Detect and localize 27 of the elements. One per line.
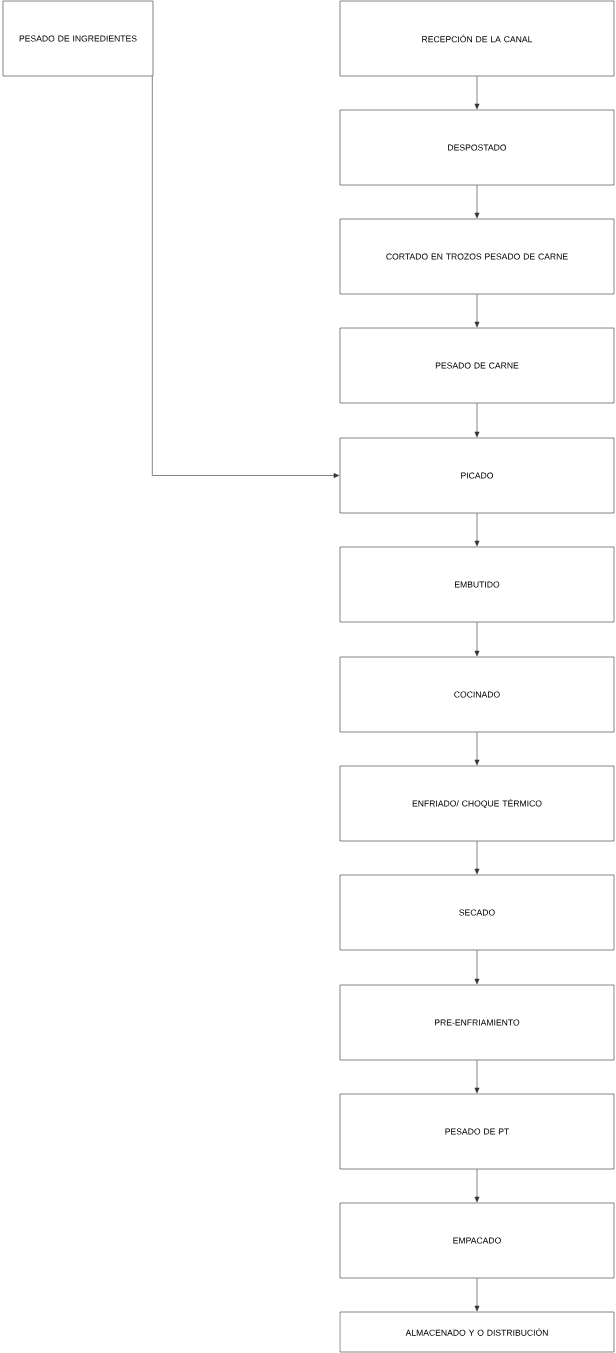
process-box: PESADO DE INGREDIENTES — [2, 0, 154, 77]
process-box: EMBUTIDO — [339, 546, 615, 623]
arrow — [474, 732, 480, 766]
process-box: DESPOSTADO — [339, 109, 615, 186]
process-box: PESADO DE PT — [339, 1093, 615, 1170]
arrow — [474, 76, 480, 110]
arrow — [474, 1060, 480, 1094]
arrow — [474, 1278, 480, 1312]
arrow — [474, 622, 480, 657]
arrow — [474, 841, 480, 875]
process-box: PESADO DE CARNE — [339, 327, 615, 404]
arrow — [474, 403, 480, 438]
process-box: CORTADO EN TROZOS PESADO DE CARNE — [339, 218, 615, 295]
process-box: SECADO — [339, 874, 615, 951]
process-box: ENFRIADO/ CHOQUE TÉRMICO — [339, 765, 615, 842]
arrow — [152, 76, 340, 478]
arrow — [474, 185, 480, 219]
arrow — [474, 1169, 480, 1203]
arrow — [474, 294, 480, 328]
process-box: ALMACENADO Y O DISTRIBUCIÓN — [339, 1311, 615, 1353]
process-box: EMPACADO — [339, 1202, 615, 1279]
arrow — [474, 513, 480, 547]
arrow — [474, 950, 480, 985]
process-box: PRE-ENFRIAMIENTO — [339, 984, 615, 1061]
process-box: PICADO — [339, 437, 615, 514]
process-box: RECEPCIÓN DE LA CANAL — [339, 0, 615, 77]
process-box: COCINADO — [339, 656, 615, 733]
